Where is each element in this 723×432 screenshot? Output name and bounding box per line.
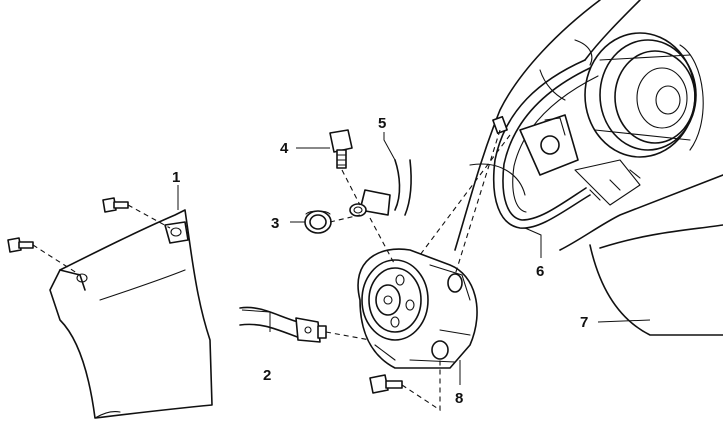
callout-8: 8	[455, 390, 463, 407]
leader-lines	[177, 132, 651, 385]
suction-hose	[349, 159, 412, 217]
pump-mounting-bolt	[369, 374, 403, 394]
drive-belt	[492, 59, 599, 229]
crankshaft-pulley	[584, 32, 704, 158]
splash-shield	[49, 209, 213, 419]
callout-5: 5	[378, 115, 386, 132]
callout-1: 1	[172, 169, 180, 186]
shield-bolt-lower	[7, 237, 34, 253]
callout-3: 3	[271, 215, 279, 232]
callout-4: 4	[280, 140, 289, 157]
power-steering-pump	[357, 248, 478, 369]
callout-7: 7	[580, 314, 588, 331]
shield-bolt-upper	[102, 197, 129, 213]
hose-clamp	[304, 210, 332, 234]
engine-block	[454, 0, 723, 336]
belt-tensioner	[492, 114, 579, 176]
assembly-lines	[32, 129, 511, 412]
callout-6: 6	[536, 263, 544, 280]
callout-2: 2	[263, 367, 271, 384]
union-bolt	[329, 129, 353, 169]
pressure-hose	[239, 306, 327, 343]
